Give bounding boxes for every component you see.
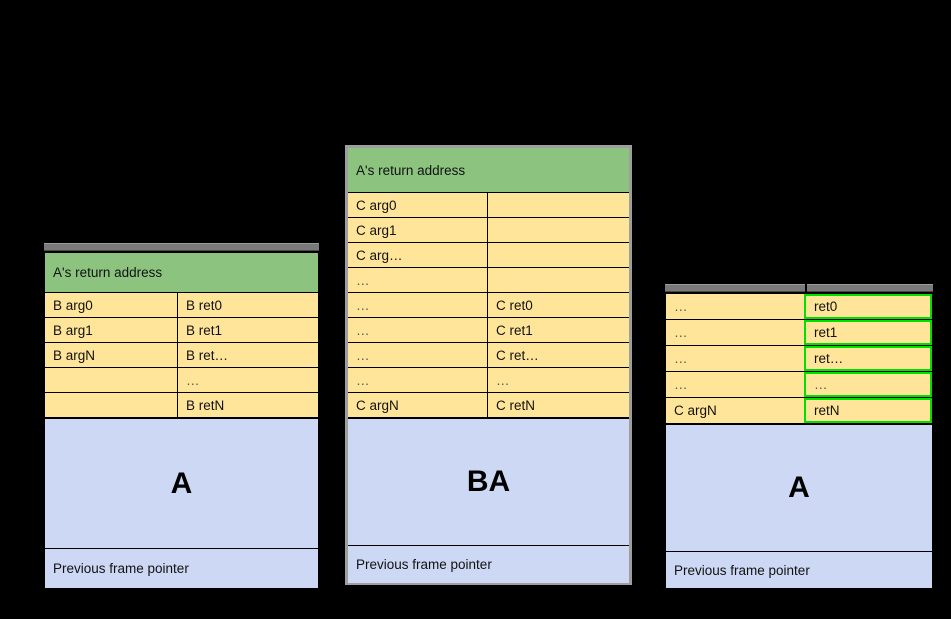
ret-cell (488, 268, 629, 292)
table-row: B arg0 B ret0 (45, 293, 318, 318)
table-row: … C ret… (348, 343, 629, 368)
ret-cell-highlighted: ret… (804, 346, 932, 371)
stack-rows-middle: C arg0 C arg1 C arg… … … C ret0 (348, 193, 629, 418)
arg-cell: B argN (45, 343, 178, 367)
table-row: … C ret1 (348, 318, 629, 343)
ret-cell-highlighted: ret0 (804, 294, 932, 319)
table-row: B argN B ret… (45, 343, 318, 368)
previous-frame-pointer-left: Previous frame pointer (45, 548, 318, 588)
ret-cell: C ret… (496, 347, 539, 363)
arg-cell: C argN (348, 393, 488, 417)
diagram-middle: A's return address C arg0 C arg1 C arg… … (345, 145, 632, 585)
table-row: … (45, 368, 318, 393)
ret-cell: B ret1 (186, 322, 223, 338)
arg-cell: … (666, 294, 805, 319)
return-address-header-middle: A's return address (348, 148, 629, 193)
table-row: C argN C retN (348, 393, 629, 418)
table-row: C argN retN (666, 398, 932, 424)
frame-body-right: A (666, 424, 932, 551)
diagram-left: A's return address B arg0 B ret0 B arg1 … (44, 243, 319, 588)
arg-cell: … (348, 293, 488, 317)
previous-frame-pointer-right: Previous frame pointer (666, 551, 932, 588)
ret-cell: C ret1 (496, 322, 533, 338)
return-address-header-left: A's return address (45, 253, 318, 293)
frame-body-middle: BA (348, 418, 629, 545)
previous-frame-pointer-middle: Previous frame pointer (348, 545, 629, 583)
arg-cell (45, 368, 178, 392)
stack-middle: A's return address C arg0 C arg1 C arg… … (345, 145, 632, 585)
frame-body-left: A (45, 418, 318, 548)
ret-cell: B retN (186, 397, 225, 413)
stack-rows-left: B arg0 B ret0 B arg1 B ret1 B argN B ret… (45, 293, 318, 418)
table-row: … (348, 268, 629, 293)
diagram-right: … ret0 … ret1 … ret… … … C argN retN (665, 284, 933, 588)
ret-cell: B ret0 (186, 297, 223, 313)
topbar-right-segment-1 (665, 284, 805, 292)
arg-cell: C arg1 (348, 218, 488, 242)
ret-cell (488, 218, 629, 242)
ret-cell (488, 243, 629, 267)
table-row: … C ret0 (348, 293, 629, 318)
arg-cell: … (666, 346, 805, 371)
ret-cell: … (496, 372, 511, 388)
table-row: … ret0 (666, 294, 932, 320)
arg-cell: … (348, 343, 488, 367)
table-row: C arg0 (348, 193, 629, 218)
table-row: B arg1 B ret1 (45, 318, 318, 343)
arg-cell: … (666, 372, 805, 397)
arg-cell: B arg1 (45, 318, 178, 342)
table-row: … ret… (666, 346, 932, 372)
stack-left: A's return address B arg0 B ret0 B arg1 … (44, 252, 319, 588)
ret-cell: C retN (496, 397, 536, 413)
arg-cell (45, 393, 178, 417)
table-row: C arg… (348, 243, 629, 268)
table-row: C arg1 (348, 218, 629, 243)
arg-cell: … (348, 368, 488, 392)
ret-cell: … (186, 372, 201, 388)
arg-cell: … (348, 318, 488, 342)
ret-cell-highlighted: retN (804, 398, 932, 423)
table-row: … … (348, 368, 629, 393)
topbar-left (44, 243, 319, 251)
stack-rows-right: … ret0 … ret1 … ret… … … C argN retN (666, 294, 932, 424)
table-row: … ret1 (666, 320, 932, 346)
stack-right: … ret0 … ret1 … ret… … … C argN retN (665, 293, 933, 588)
arg-cell: … (348, 268, 488, 292)
ret-cell-highlighted: … (804, 372, 932, 397)
arg-cell: C arg… (348, 243, 488, 267)
ret-cell (488, 193, 629, 217)
arg-cell: C arg0 (348, 193, 488, 217)
ret-cell: B ret… (186, 347, 229, 363)
arg-cell: … (666, 320, 805, 345)
arg-cell: B arg0 (45, 293, 178, 317)
table-row: B retN (45, 393, 318, 418)
table-row: … … (666, 372, 932, 398)
ret-cell: C ret0 (496, 297, 533, 313)
topbar-right-segment-2 (807, 284, 933, 292)
ret-cell-highlighted: ret1 (804, 320, 932, 345)
arg-cell: C argN (666, 398, 805, 423)
